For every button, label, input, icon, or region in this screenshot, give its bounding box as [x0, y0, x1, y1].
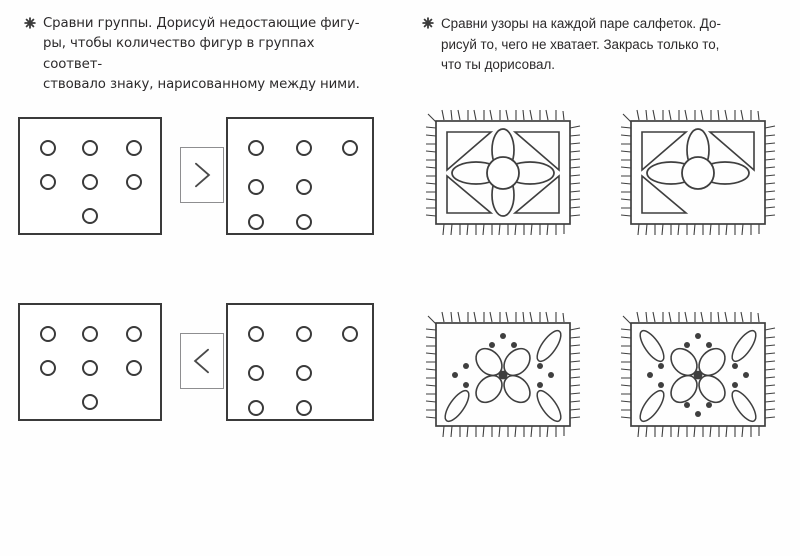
group-box-right-row2[interactable] — [226, 303, 374, 421]
circle-item — [296, 214, 312, 230]
dot-cluster-bottom — [684, 402, 712, 417]
circle-item — [126, 360, 142, 376]
less-than-icon — [193, 348, 209, 374]
compare-row-1 — [18, 117, 378, 242]
flower-center — [486, 156, 520, 190]
fringe — [425, 109, 581, 236]
circle-item — [40, 174, 56, 190]
circle-item — [296, 179, 312, 195]
corner-triangle-top-left — [641, 131, 689, 172]
circle-item — [82, 174, 98, 190]
circle-item — [82, 208, 98, 224]
instruction-text-compare-napkins: Сравни узоры на каждой паре салфеток. До… — [441, 16, 721, 72]
napkin-border — [435, 120, 571, 225]
circle-item — [82, 360, 98, 376]
corner-leaf-bottom-left — [444, 389, 470, 423]
circle-item — [296, 400, 312, 416]
circle-item — [342, 140, 358, 156]
dot-cluster-left — [647, 363, 664, 388]
dot-cluster-top — [489, 333, 517, 348]
petal-bottom-left — [670, 374, 698, 404]
fringe — [620, 109, 776, 236]
dot-cluster-right — [537, 363, 554, 388]
corner-triangle-top-left — [446, 131, 494, 172]
circle-item — [40, 326, 56, 342]
dot-cluster-right — [732, 363, 749, 388]
circle-item — [82, 140, 98, 156]
napkin-border — [435, 322, 571, 427]
group-box-left-row1[interactable] — [18, 117, 162, 235]
dot-cluster-top — [684, 333, 712, 348]
petal-bottom-left — [475, 374, 503, 404]
napkin-border — [630, 322, 766, 427]
circle-item — [248, 326, 264, 342]
corner-leaf-bottom-left — [639, 389, 665, 423]
dot-cluster-left — [452, 363, 469, 388]
corner-triangle-top-right — [707, 131, 755, 172]
circle-item — [126, 140, 142, 156]
comparison-sign-box-row2[interactable] — [180, 333, 224, 389]
circle-item — [296, 326, 312, 342]
circle-item — [248, 214, 264, 230]
asterisk-bullet-icon — [24, 17, 36, 29]
instruction-compare-groups: Сравни группы. Дорисуй недостающие фигу-… — [24, 14, 374, 95]
asterisk-bullet-icon — [422, 17, 434, 29]
napkin-3[interactable] — [420, 300, 585, 450]
circle-item — [40, 360, 56, 376]
circle-item — [40, 140, 56, 156]
corner-leaf-bottom-right — [536, 389, 562, 423]
fringe — [425, 311, 581, 438]
circle-item — [126, 174, 142, 190]
napkin-4[interactable] — [615, 300, 780, 450]
group-box-left-row2[interactable] — [18, 303, 162, 421]
circle-item — [296, 365, 312, 381]
corner-triangle-top-right — [512, 131, 560, 172]
corner-triangle-bottom-right — [512, 174, 560, 214]
comparison-sign-box-row1[interactable] — [180, 147, 224, 203]
circle-item — [296, 140, 312, 156]
flower-center-dot — [498, 370, 508, 380]
flower-center — [681, 156, 715, 190]
corner-triangle-bottom-left — [446, 174, 494, 214]
petal-bottom-right — [503, 374, 531, 404]
corner-leaf-bottom-right — [731, 389, 757, 423]
fringe — [620, 311, 776, 438]
napkin-border — [630, 120, 766, 225]
napkin-1[interactable] — [420, 98, 585, 248]
instruction-text-compare-groups: Сравни группы. Дорисуй недостающие фигу-… — [43, 16, 360, 93]
corner-leaf-top-left — [639, 329, 665, 363]
circle-item — [248, 179, 264, 195]
corner-leaf-top-right — [731, 329, 757, 363]
corner-leaf-top-right — [536, 329, 562, 363]
circle-item — [248, 365, 264, 381]
group-box-right-row1[interactable] — [226, 117, 374, 235]
circle-item — [126, 326, 142, 342]
greater-than-icon — [195, 162, 211, 188]
instruction-compare-napkins: Сравни узоры на каждой паре салфеток. До… — [422, 14, 782, 76]
flower-center-dot — [693, 370, 703, 380]
napkin-2[interactable] — [615, 98, 780, 248]
circle-item — [82, 394, 98, 410]
circle-item — [248, 400, 264, 416]
corner-triangle-bottom-left — [641, 174, 689, 214]
circle-item — [82, 326, 98, 342]
compare-row-2 — [18, 303, 378, 428]
petal-bottom-right — [698, 374, 726, 404]
circle-item — [248, 140, 264, 156]
circle-item — [342, 326, 358, 342]
